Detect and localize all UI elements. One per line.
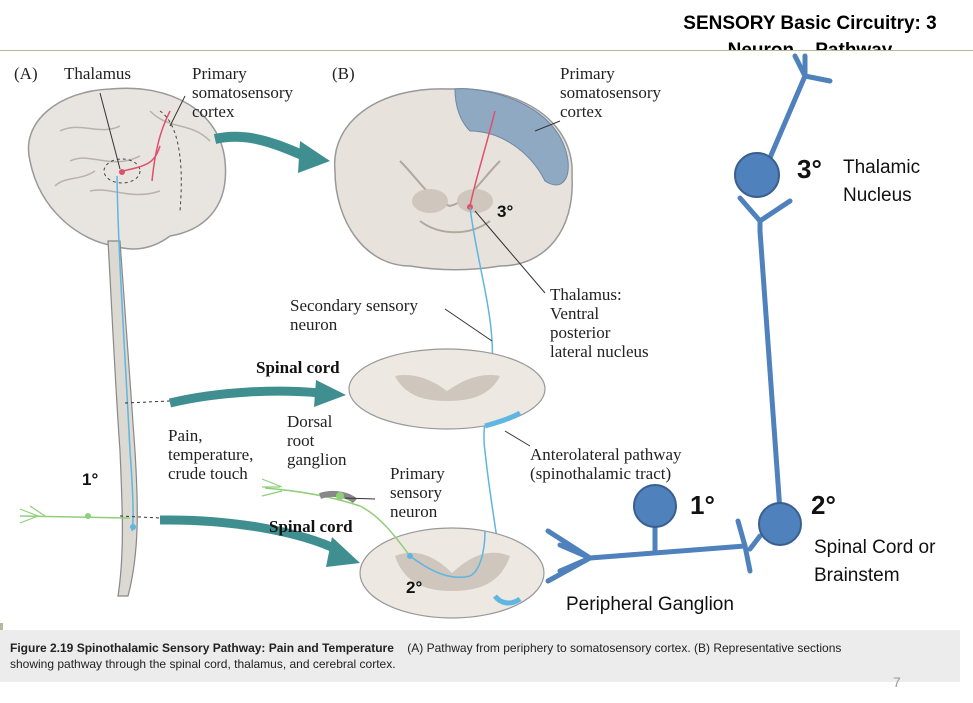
slide-title-line1: SENSORY Basic Circuitry: 3 [683, 13, 937, 34]
caption-box [0, 630, 960, 682]
title-divider [0, 50, 973, 51]
spinal-cord-label-1: Spinal cord [256, 358, 340, 377]
panel-a-label: (A) [14, 64, 38, 83]
thalamus-vpl-label: Thalamus: Ventral posterior lateral nucl… [550, 285, 649, 361]
neuron-2-body [758, 502, 802, 546]
lateral-brain [19, 87, 227, 597]
thalamic-nucleus-label: Thalamic Nucleus [843, 157, 921, 206]
peripheral-ganglion-label: Peripheral Ganglion [566, 594, 734, 615]
schematic-pathway [545, 53, 833, 584]
coronal-section [334, 88, 573, 271]
neuron-3-body [734, 152, 780, 198]
caption-title: Figure 2.19 Spinothalamic Sensory Pathwa… [10, 641, 394, 655]
pain-label: Pain, temperature, crude touch [168, 426, 254, 483]
figure-caption: Figure 2.19 Spinothalamic Sensory Pathwa… [10, 640, 960, 672]
neuron-1-body [633, 484, 677, 528]
primary-neuron-label: Primary sensory neuron [390, 464, 445, 521]
figure-svg [19, 53, 833, 619]
caption-text-1: (A) Pathway from periphery to somatosens… [407, 641, 842, 655]
thalamus-label: Thalamus [64, 64, 132, 83]
caption-text-2: showing pathway through the spinal cord,… [10, 657, 396, 671]
spinal-cord-label-2: Spinal cord [269, 517, 353, 536]
anterolateral-label: Anterolateral pathway (spinothalamic tra… [530, 445, 682, 483]
marker-3-figure: 3° [497, 202, 514, 221]
spinal-cord-brainstem-label: Spinal Cord or Brainstem [814, 537, 936, 586]
spinal-section-lower [261, 478, 545, 619]
page-number: 7 [893, 674, 901, 690]
dorsal-root-label: Dorsal root ganglion [287, 412, 347, 469]
neuron-bodies [633, 152, 802, 546]
neuron-2-marker: 2° [811, 490, 836, 520]
panel-b-label: (B) [332, 64, 355, 83]
neuron-1-marker: 1° [690, 490, 715, 520]
figure-illustration [0, 51, 960, 623]
leader-lines [99, 92, 561, 500]
primary-cortex-a-label: Primary somatosensory cortex [192, 64, 294, 121]
neuron-3-marker: 3° [797, 154, 822, 184]
marker-2-figure: 2° [406, 578, 423, 597]
spinal-section-upper [348, 348, 546, 430]
primary-cortex-b-label: Primary somatosensory cortex [560, 64, 662, 121]
secondary-neuron-label: Secondary sensory neuron [290, 296, 418, 334]
marker-1-figure: 1° [82, 470, 99, 489]
teal-arrows [159, 131, 360, 567]
